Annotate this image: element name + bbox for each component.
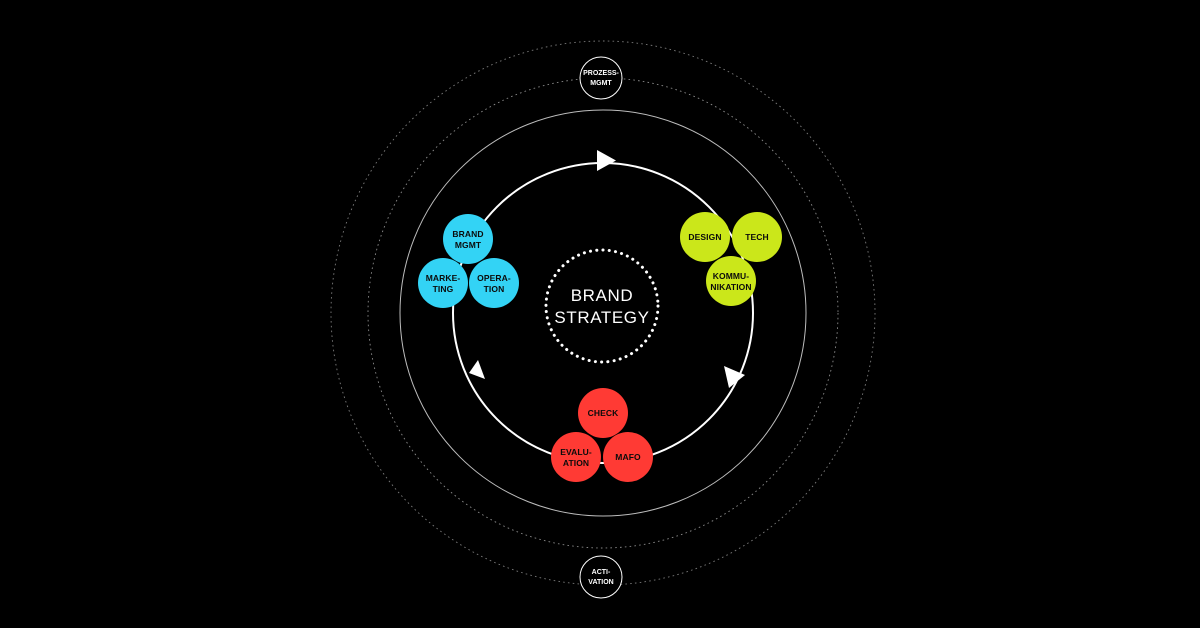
orbit-node-bottom-line1: ACTI- [592, 569, 611, 576]
node-tech [732, 212, 782, 262]
inner-orbit-solid [399, 109, 807, 517]
node-check-line1: CHECK [588, 408, 619, 418]
orbit-node-top-line1: PROZESS- [583, 70, 619, 77]
node-design [680, 212, 730, 262]
cluster-blue: BRAND MGMT MARKE- TING OPERA- TION [418, 214, 519, 308]
middle-orbit-dotted [367, 77, 839, 549]
node-check [578, 388, 628, 438]
orbit-node-prozess-mgmt: PROZESS- MGMT [579, 56, 623, 100]
center-label-line1: BRAND [571, 286, 634, 305]
node-mafo-line1: MAFO [615, 452, 641, 462]
cluster-lime: DESIGN TECH KOMMU- NIKATION [680, 212, 782, 306]
brand-strategy-dotted-circle [544, 248, 660, 364]
node-mafo [603, 432, 653, 482]
node-tech-line1: TECH [745, 232, 769, 242]
center-label-line2: STRATEGY [554, 308, 649, 327]
node-kommunikation-line2: NIKATION [710, 282, 751, 292]
node-operation [469, 258, 519, 308]
orbit-node-top-line2: MGMT [590, 80, 612, 87]
cycle-arrow-top [597, 150, 616, 171]
cluster-red: CHECK EVALU- ATION MAFO [551, 388, 653, 482]
outer-orbit-dotted [330, 40, 876, 586]
node-evaluation-line2: ATION [563, 458, 589, 468]
node-operation-line2: TION [484, 284, 505, 294]
node-kommunikation [706, 256, 756, 306]
node-marketing-line2: TING [433, 284, 454, 294]
node-design-line1: DESIGN [688, 232, 721, 242]
node-brand-mgmt-line1: BRAND [452, 229, 483, 239]
node-marketing-line1: MARKE- [426, 273, 461, 283]
orbit-node-bottom-line2: VATION [588, 579, 613, 586]
node-kommunikation-line1: KOMMU- [713, 271, 750, 281]
node-evaluation [551, 432, 601, 482]
cycle-arrow-right [724, 366, 745, 388]
node-brand-mgmt-line2: MGMT [455, 240, 482, 250]
node-brand-mgmt [443, 214, 493, 264]
node-evaluation-line1: EVALU- [560, 447, 592, 457]
orbit-node-activation: ACTI- VATION [579, 555, 623, 599]
node-operation-line1: OPERA- [477, 273, 511, 283]
cycle-arrow-left [469, 360, 485, 379]
node-marketing [418, 258, 468, 308]
